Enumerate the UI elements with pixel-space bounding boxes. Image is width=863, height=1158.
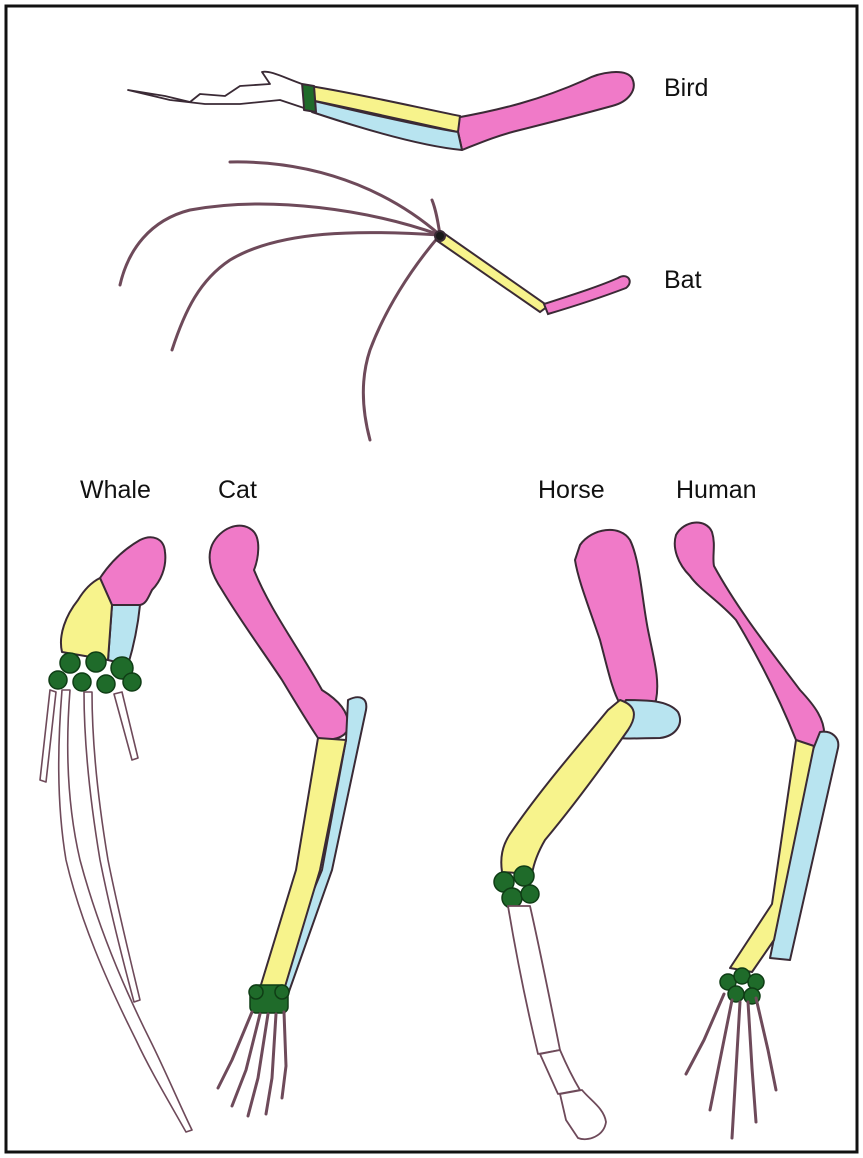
whale-carpals: [49, 652, 141, 693]
whale-flipper: [40, 537, 192, 1132]
bat-digit-2: [120, 204, 440, 285]
bat-humerus: [544, 276, 630, 314]
label-bird: Bird: [664, 76, 708, 101]
horse-humerus: [575, 530, 657, 711]
bird-humerus: [455, 72, 634, 150]
whale-radius: [61, 578, 112, 660]
horse-leg: [494, 530, 680, 1139]
label-human: Human: [676, 478, 757, 503]
whale-ulna: [108, 605, 140, 665]
label-whale: Whale: [80, 478, 151, 503]
horse-carpals: [494, 866, 539, 908]
human-arm: [675, 523, 839, 1138]
cat-leg: [210, 526, 367, 1116]
label-bat: Bat: [664, 268, 702, 293]
bird-wing: [128, 72, 634, 150]
bat-wing: [120, 162, 440, 440]
cat-humerus: [210, 526, 349, 740]
human-phalanges: [686, 994, 776, 1138]
horse-cannon-and-hoof: [508, 906, 606, 1139]
human-humerus: [675, 523, 824, 749]
whale-phalanges: [40, 690, 192, 1132]
label-horse: Horse: [538, 478, 605, 503]
horse-radius: [501, 700, 634, 874]
bat-wrist: [435, 231, 445, 241]
bat-radius: [436, 232, 548, 312]
bat-arm: [435, 231, 630, 314]
cat-phalanges: [218, 1012, 286, 1116]
cat-carpals: [249, 985, 289, 1013]
label-cat: Cat: [218, 478, 257, 503]
bat-digit-4: [363, 235, 440, 440]
whale-humerus: [100, 537, 165, 605]
bird-digits: [128, 72, 304, 108]
